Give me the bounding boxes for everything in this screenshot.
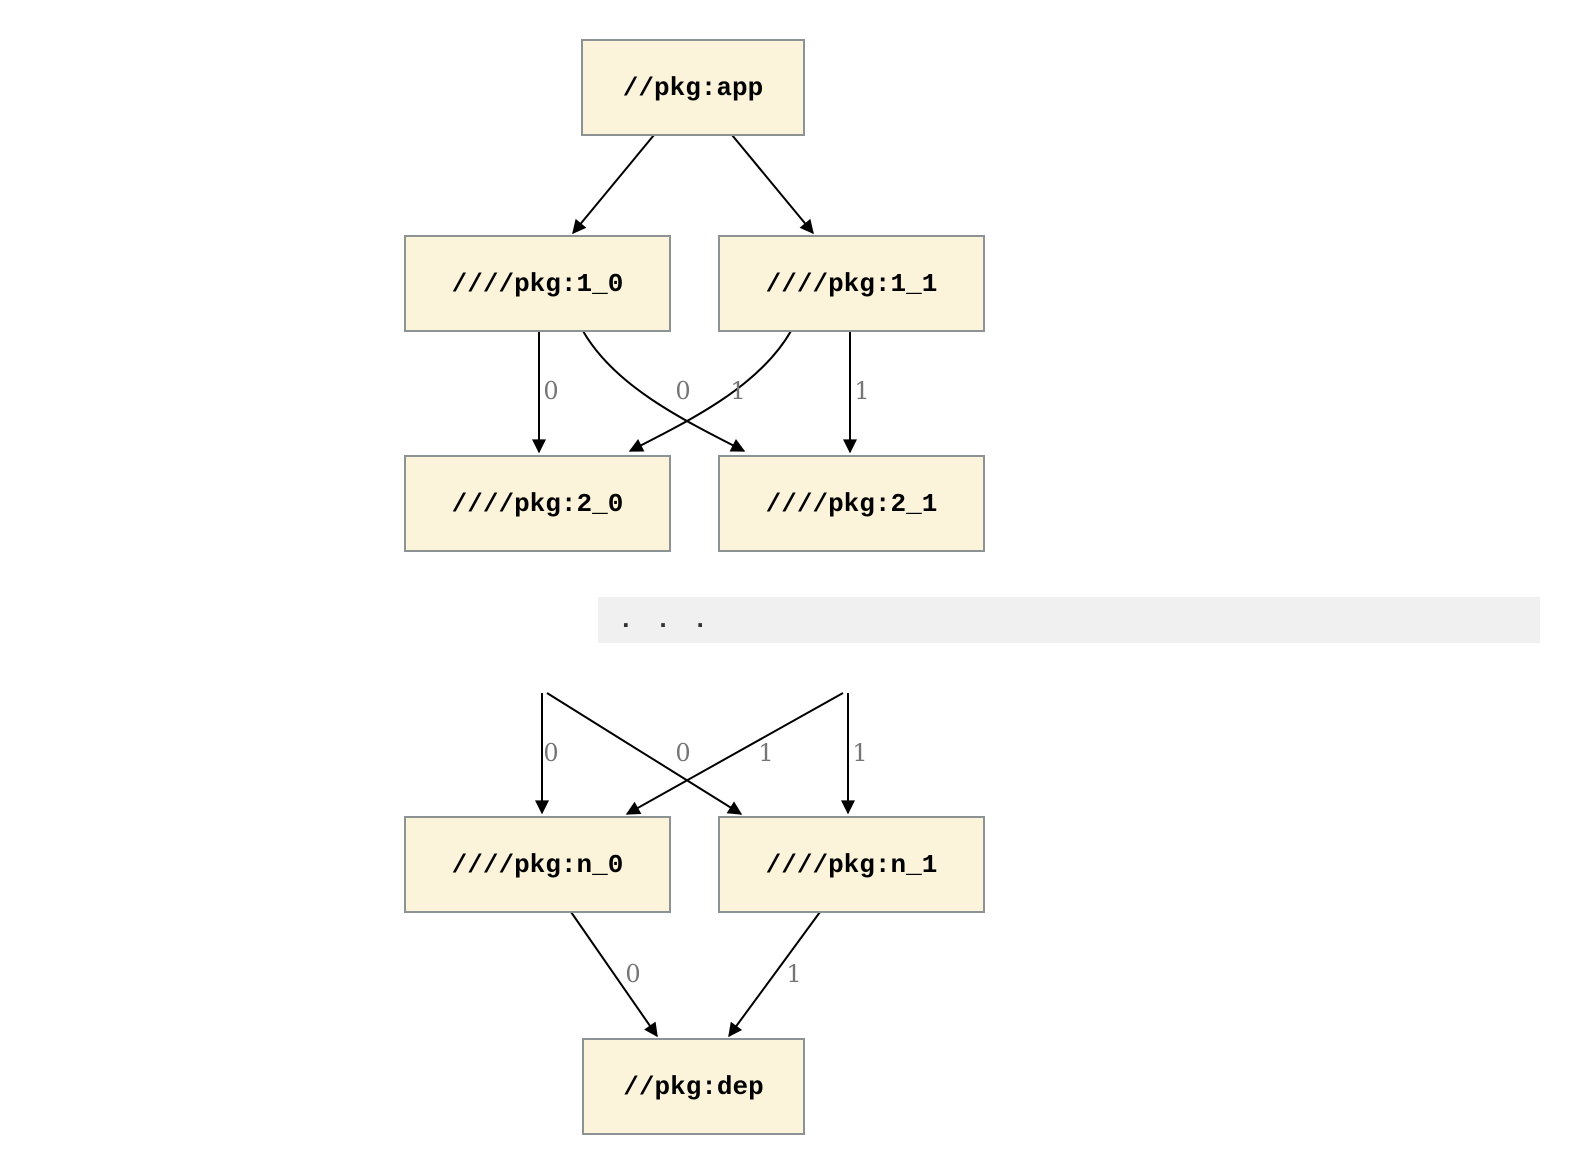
edge-above-to-n_0-cross	[625, 692, 844, 815]
edge-n_1-to-dep	[728, 911, 821, 1038]
node-pkg-2_1: ////pkg:2_1	[718, 455, 985, 552]
edge-label-above-to-n_1-cross: 1	[758, 739, 774, 767]
edge-app-to-1_0	[572, 134, 655, 235]
node-pkg-app: //pkg:app	[581, 39, 805, 136]
node-pkg-1_1: ////pkg:1_1	[718, 235, 985, 332]
edge-n_0-to-dep	[570, 911, 658, 1038]
edge-label-n_1-to-dep: 1	[786, 960, 802, 988]
edge-label-above-to-n_0-straight: 0	[543, 739, 559, 767]
edge-label-above-to-n_1-straight: 1	[852, 739, 868, 767]
edge-1_1-to-2_0	[628, 330, 792, 452]
edge-label-above-to-n_0-cross: 0	[675, 739, 691, 767]
edge-above-to-n_1-cross	[546, 692, 743, 815]
node-pkg-2_0: ////pkg:2_0	[404, 455, 671, 552]
edge-label-1_1-to-2_1: 1	[854, 377, 870, 405]
edge-label-1_1-to-2_0: 0	[675, 377, 691, 405]
node-pkg-n_1: ////pkg:n_1	[718, 816, 985, 913]
ellipsis-bar: . . .	[598, 597, 1540, 643]
edge-label-1_0-to-2_1: 1	[730, 377, 746, 405]
edge-app-to-1_1	[731, 134, 814, 235]
node-pkg-1_0: ////pkg:1_0	[404, 235, 671, 332]
edge-label-1_0-to-2_0: 0	[543, 377, 559, 405]
node-pkg-dep: //pkg:dep	[582, 1038, 805, 1135]
edge-1_0-to-2_1	[582, 330, 746, 452]
node-pkg-n_0: ////pkg:n_0	[404, 816, 671, 913]
edge-label-n_0-to-dep: 0	[625, 960, 641, 988]
ellipsis-text: . . .	[618, 605, 712, 635]
